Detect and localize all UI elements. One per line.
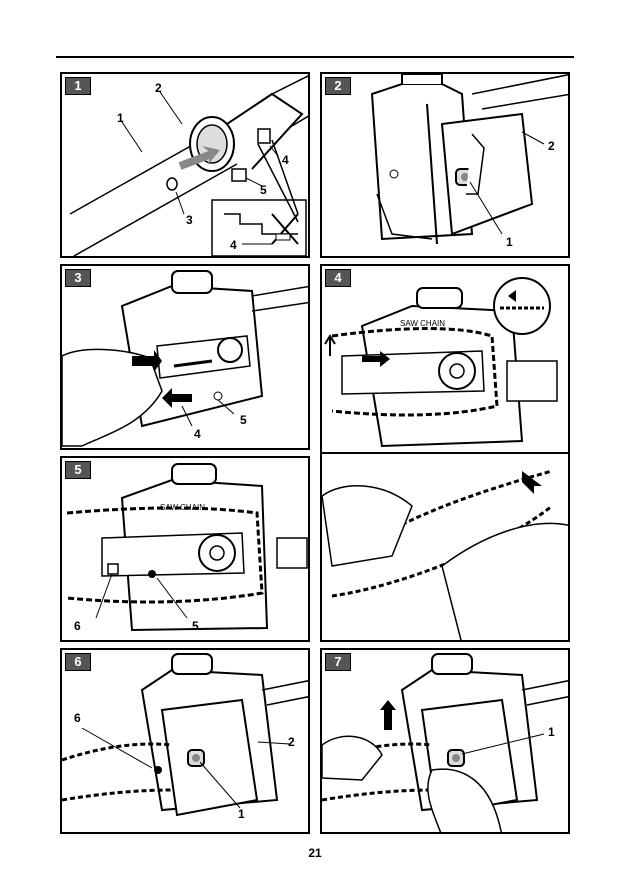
side-cover-illustration xyxy=(370,74,568,245)
top-rule xyxy=(56,56,574,58)
callout-5: 5 xyxy=(192,619,199,633)
panel-badge: 7 xyxy=(325,653,351,671)
callout-2: 2 xyxy=(548,139,555,153)
callout-4-inset: 4 xyxy=(230,238,237,252)
panel-badge: 4 xyxy=(325,269,351,287)
callout-5: 5 xyxy=(260,183,267,197)
panel-divider xyxy=(322,452,568,454)
callout-1: 1 xyxy=(548,725,555,739)
pole-coupling-illustration xyxy=(69,75,308,256)
saw-chain-text: SAW CHAIN xyxy=(160,503,206,512)
callout-1: 1 xyxy=(238,807,245,821)
callout-6: 6 xyxy=(74,711,81,725)
figure-panel-3: 3 5 4 xyxy=(60,264,310,450)
page-number: 21 xyxy=(308,846,322,860)
callout-6: 6 xyxy=(74,619,81,633)
bar-adjust-illustration xyxy=(62,270,308,447)
panel-badge: 5 xyxy=(65,461,91,479)
figure-panel-5: 5 SAW CHAIN 6 5 xyxy=(60,456,310,642)
figure-panel-4: 4 SAW CHAIN xyxy=(320,264,570,642)
callout-2: 2 xyxy=(155,81,162,95)
callout-4: 4 xyxy=(194,427,201,441)
chain-install-illustration xyxy=(322,277,568,640)
callout-1: 1 xyxy=(506,235,513,249)
callout-2: 2 xyxy=(288,735,295,749)
cover-reinstall-illustration xyxy=(62,653,308,817)
callout-4: 4 xyxy=(282,153,289,167)
callout-1: 1 xyxy=(117,111,124,125)
chain-tension-illustration xyxy=(66,463,308,632)
panel-badge: 1 xyxy=(65,77,91,95)
saw-chain-text: SAW CHAIN xyxy=(400,319,446,328)
figure-panel-1: 1 1 2 3 4 5 4 xyxy=(60,72,310,258)
panel-badge: 6 xyxy=(65,653,91,671)
figure-panel-2: 2 2 1 xyxy=(320,72,570,258)
figure-panel-6: 6 6 2 1 xyxy=(60,648,310,834)
panel-badge: 2 xyxy=(325,77,351,95)
callout-5: 5 xyxy=(240,413,247,427)
panel-badge: 3 xyxy=(65,269,91,287)
tighten-nut-illustration xyxy=(322,653,568,832)
callout-3: 3 xyxy=(186,213,193,227)
figure-panel-7: 7 1 xyxy=(320,648,570,834)
